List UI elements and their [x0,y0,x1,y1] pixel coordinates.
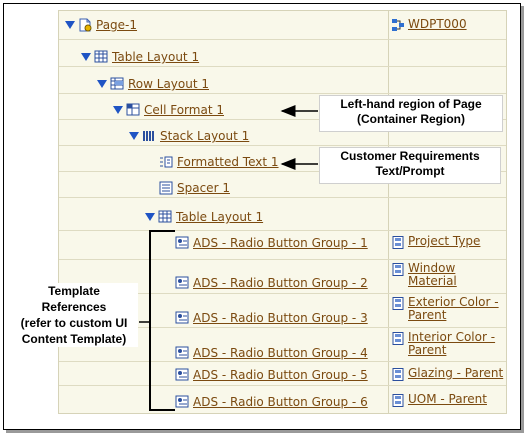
expand-triangle-icon[interactable] [81,53,91,61]
template-ref-5[interactable]: Glazing - Parent [392,367,504,381]
tree-node-spacer[interactable]: Spacer 1 [159,179,230,197]
template-ref-icon [392,263,404,276]
page-link[interactable]: Page-1 [96,18,138,32]
table-row [59,93,506,120]
page-ref-link[interactable]: WDPT000 [408,17,467,31]
column-divider [388,11,389,413]
table-row [59,66,506,94]
tree-node-row-layout[interactable]: Row Layout 1 [97,75,209,93]
radio-group-icon [175,276,189,289]
template-label-line4: Content Template) [21,332,127,346]
template-label-line3: (refer to custom UI [20,316,128,330]
cell-format-icon [126,103,140,116]
template-ref-icon [392,332,404,345]
table-row [59,230,506,260]
stack-layout-link[interactable]: Stack Layout 1 [160,129,250,143]
template-ref-icon [392,394,404,407]
tree-node-table-layout[interactable]: Table Layout 1 [81,48,199,66]
expand-triangle-icon[interactable] [113,106,123,114]
flow-ref-icon [392,19,404,31]
formatted-text-icon [160,156,173,168]
callout-customer-line2: Text/Prompt [375,164,445,178]
radio-group-icon [175,368,189,381]
callout-customer-line1: Customer Requirements [340,149,480,163]
tree-node-radio-group-3[interactable]: ADS - Radio Button Group - 3 [175,309,368,327]
table-row [59,145,506,172]
cell-format-link[interactable]: Cell Format 1 [144,103,224,117]
template-ref-1[interactable]: Project Type [392,235,502,249]
formatted-text-link[interactable]: Formatted Text 1 [177,155,279,169]
radio-group-link[interactable]: ADS - Radio Button Group - 6 [193,395,368,409]
radio-group-icon [175,311,189,324]
template-ref-link[interactable]: Window Material [408,261,457,288]
expand-triangle-icon[interactable] [129,132,139,140]
radio-group-link[interactable]: ADS - Radio Button Group - 1 [193,236,368,250]
table-row [59,171,506,198]
template-ref-6[interactable]: UOM - Parent [392,393,504,407]
template-ref-link[interactable]: UOM - Parent [408,392,487,406]
tree-node-page[interactable]: Page-1 [65,16,137,34]
template-ref-3[interactable]: Exterior Color - Parent [392,296,504,322]
table-row [59,39,506,67]
table-row [59,259,506,294]
tree-node-cell-format[interactable]: Cell Format 1 [113,101,224,119]
template-label-line1: Template [48,284,100,298]
template-bracket [149,230,175,411]
template-ref-4[interactable]: Interior Color - Parent [392,331,504,357]
radio-group-icon [175,395,189,408]
tree-node-radio-group-2[interactable]: ADS - Radio Button Group - 2 [175,274,368,292]
table-row [59,119,506,146]
template-ref-icon [392,368,404,381]
table-row [59,361,506,386]
callout-customer-requirements: Customer Requirements Text/Prompt [319,147,501,184]
page-icon [79,18,92,32]
tree-node-radio-group-5[interactable]: ADS - Radio Button Group - 5 [175,366,368,384]
table-row [59,11,506,40]
template-ref-link[interactable]: Interior Color - Parent [408,330,496,357]
stack-layout-icon [143,131,154,141]
tree-node-formatted-text[interactable]: Formatted Text 1 [159,153,279,171]
table-row [59,293,506,328]
radio-group-icon [175,236,189,249]
radio-group-icon [175,346,189,359]
page-ref[interactable]: WDPT000 [392,18,467,32]
table-layout-icon [158,210,172,223]
template-ref-link[interactable]: Project Type [408,234,481,248]
tree-node-radio-group-4[interactable]: ADS - Radio Button Group - 4 [175,344,368,362]
template-references-label: Template References (refer to custom UI … [10,283,138,347]
table-layout-nested-link[interactable]: Table Layout 1 [176,210,264,224]
tree-node-radio-group-1[interactable]: ADS - Radio Button Group - 1 [175,234,368,252]
tree-node-stack-layout[interactable]: Stack Layout 1 [129,127,249,145]
tree-node-table-layout-nested[interactable]: Table Layout 1 [145,208,263,226]
table-layout-icon [94,50,108,63]
radio-group-link[interactable]: ADS - Radio Button Group - 2 [193,276,368,290]
radio-group-link[interactable]: ADS - Radio Button Group - 3 [193,311,368,325]
spacer-link[interactable]: Spacer 1 [177,181,230,195]
template-ref-icon [392,236,404,249]
radio-group-link[interactable]: ADS - Radio Button Group - 5 [193,368,368,382]
template-ref-2[interactable]: Window Material [392,262,502,288]
template-ref-icon [392,297,404,310]
template-ref-link[interactable]: Exterior Color - Parent [408,295,499,322]
callout-left-region-line1: Left-hand region of Page [340,97,482,111]
row-layout-icon [110,77,124,90]
expand-triangle-icon[interactable] [65,21,75,29]
expand-triangle-icon[interactable] [145,213,155,221]
row-layout-link[interactable]: Row Layout 1 [128,77,210,91]
table-row [59,197,506,231]
template-ref-link[interactable]: Glazing - Parent [408,366,504,380]
expand-triangle-icon[interactable] [97,80,107,88]
template-label-line2: References [41,300,107,314]
callout-left-region: Left-hand region of Page (Container Regi… [319,95,503,132]
table-row [59,327,506,362]
table-layout-link[interactable]: Table Layout 1 [112,50,200,64]
radio-group-link[interactable]: ADS - Radio Button Group - 4 [193,346,368,360]
callout-left-region-line2: (Container Region) [357,112,465,126]
tree-node-radio-group-6[interactable]: ADS - Radio Button Group - 6 [175,393,368,411]
spacer-icon [159,181,173,195]
